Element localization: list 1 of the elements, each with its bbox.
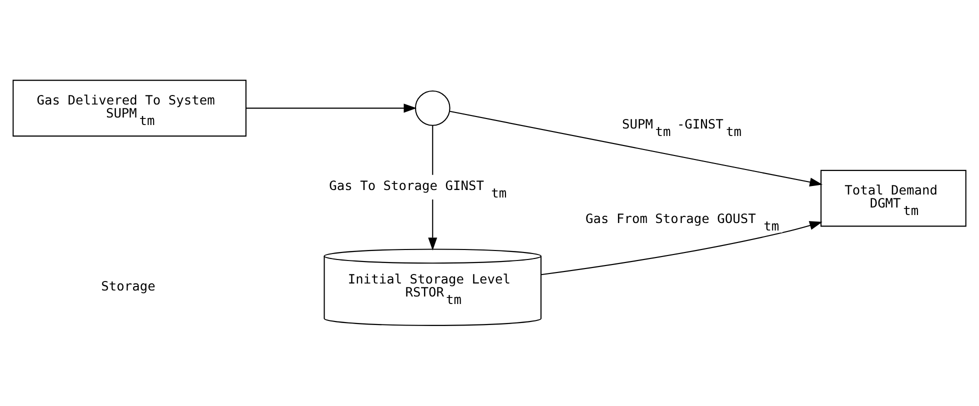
label: Storage bbox=[101, 280, 156, 295]
